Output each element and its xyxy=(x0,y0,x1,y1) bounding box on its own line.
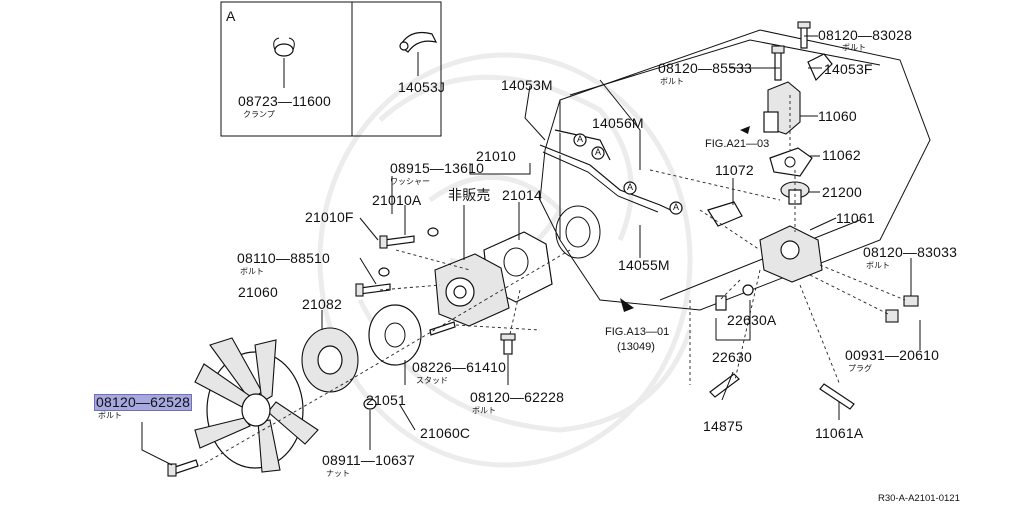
part-label-21014: 21014 xyxy=(502,187,542,203)
part-sublabel-stud: スタッド xyxy=(416,376,448,385)
part-sublabel-bolt: ボルト xyxy=(240,267,264,276)
part-sublabel-bolt: ボルト xyxy=(98,411,122,420)
part-label-22630A: 22630A xyxy=(727,312,777,328)
part-label-14053J: 14053J xyxy=(398,79,446,95)
part-label-21082: 21082 xyxy=(302,296,342,312)
water-pipe xyxy=(539,129,683,215)
diagram-reference-code: R30-A-A2101-0121 xyxy=(878,493,960,504)
assembly-lines xyxy=(199,95,906,467)
part-label-21060: 21060 xyxy=(238,284,278,300)
part-label-08110-88510: 08110—88510 xyxy=(237,250,331,266)
part-sublabel-plug: プラグ xyxy=(848,364,872,373)
bolt-08110-88510 xyxy=(355,283,391,297)
part-sublabel-washer: ワッシャー xyxy=(390,177,430,186)
plug-00931-20610 xyxy=(885,309,899,323)
arrow-icons xyxy=(620,126,750,312)
part-label-08120-62528[interactable]: 08120—62528 xyxy=(93,394,193,411)
part-label-14055M: 14055M xyxy=(618,257,670,273)
bolt-08120-85533 xyxy=(771,45,785,81)
part-label-21010: 21010 xyxy=(476,148,516,164)
hose-clip-icon xyxy=(399,31,438,76)
part-sublabel-bolt: ボルト xyxy=(866,261,890,270)
bolt-08120-83033 xyxy=(903,295,919,307)
callout-a: A xyxy=(673,202,680,212)
inset-section-letter: A xyxy=(226,8,236,24)
part-label-08120-62228: 08120—62228 xyxy=(470,389,565,405)
part-label-08120-83028: 08120—83028 xyxy=(818,27,913,43)
part-label-14056M: 14056M xyxy=(592,115,644,131)
part-label-08226-61410: 08226—61410 xyxy=(412,359,507,375)
part-label-08120-83033: 08120—83033 xyxy=(863,244,958,260)
thermostat-housing-11061 xyxy=(759,225,823,283)
part-sublabel-bolt: ボルト xyxy=(660,77,684,86)
bolt-21010F xyxy=(379,235,415,249)
washer-icons xyxy=(363,227,439,410)
part-label-14875: 14875 xyxy=(703,418,743,434)
pulley-21051 xyxy=(368,304,422,366)
part-sublabel-clamp: クランプ xyxy=(243,110,275,119)
part-label-08911-10637: 08911—10637 xyxy=(322,452,416,468)
clamp-icon xyxy=(273,37,295,88)
bracket-14053F xyxy=(807,53,833,82)
part-sublabel-nut: ナット xyxy=(326,469,350,478)
part-label-08915-13610: 08915—13610 xyxy=(390,160,485,176)
figure-reference-a13: FIG.A13—01 xyxy=(605,326,670,338)
figure-reference-a13-code: (13049) xyxy=(617,341,655,353)
part-label-11061: 11061 xyxy=(836,210,875,226)
part-sublabel-bolt: ボルト xyxy=(842,43,866,52)
part-label-11062: 11062 xyxy=(822,147,861,163)
callout-a: A xyxy=(627,182,634,192)
part-label-21200: 21200 xyxy=(822,184,862,200)
part-label-not-sold: 非販売 xyxy=(448,187,491,203)
figure-reference-a21: FIG.A21—03 xyxy=(705,138,770,150)
part-label-21010A: 21010A xyxy=(372,192,422,208)
bolt-08120-62528 xyxy=(167,459,199,477)
part-label-14053F: 14053F xyxy=(824,61,873,77)
gasket-11062 xyxy=(769,147,813,177)
part-label-08723-11600: 08723—11600 xyxy=(238,93,332,109)
part-label-11072: 11072 xyxy=(715,162,754,178)
bolt-08120-83028 xyxy=(797,21,811,49)
part-label-00931-20610: 00931—20610 xyxy=(845,347,940,363)
water-pump-21010 xyxy=(434,253,510,327)
water-outlet xyxy=(763,81,801,135)
callout-a: A xyxy=(595,147,602,157)
bolt-08120-62228 xyxy=(500,333,516,355)
inset-box xyxy=(220,1,442,137)
part-label-22630: 22630 xyxy=(712,349,752,365)
part-label-08120-85533: 08120—85533 xyxy=(658,60,753,76)
part-sublabel-bolt: ボルト xyxy=(472,406,496,415)
bolt-11061A xyxy=(819,383,855,410)
fan-21060 xyxy=(194,337,319,473)
leader-lines xyxy=(141,35,921,466)
part-label-14053M: 14053M xyxy=(501,77,553,93)
part-label-21060C: 21060C xyxy=(420,425,471,441)
part-label-21051: 21051 xyxy=(366,392,406,408)
part-label-11061A: 11061A xyxy=(815,425,864,441)
stud-08226-61410 xyxy=(429,321,456,336)
callout-a: A xyxy=(577,134,584,144)
part-label-11060: 11060 xyxy=(818,108,857,124)
sensor-14875 xyxy=(709,373,740,398)
fan-coupling-21082 xyxy=(301,327,359,393)
gasket-11072 xyxy=(707,201,743,227)
connector-22630A xyxy=(715,284,754,311)
engine-block xyxy=(539,29,931,311)
part-label-21010F: 21010F xyxy=(305,209,354,225)
